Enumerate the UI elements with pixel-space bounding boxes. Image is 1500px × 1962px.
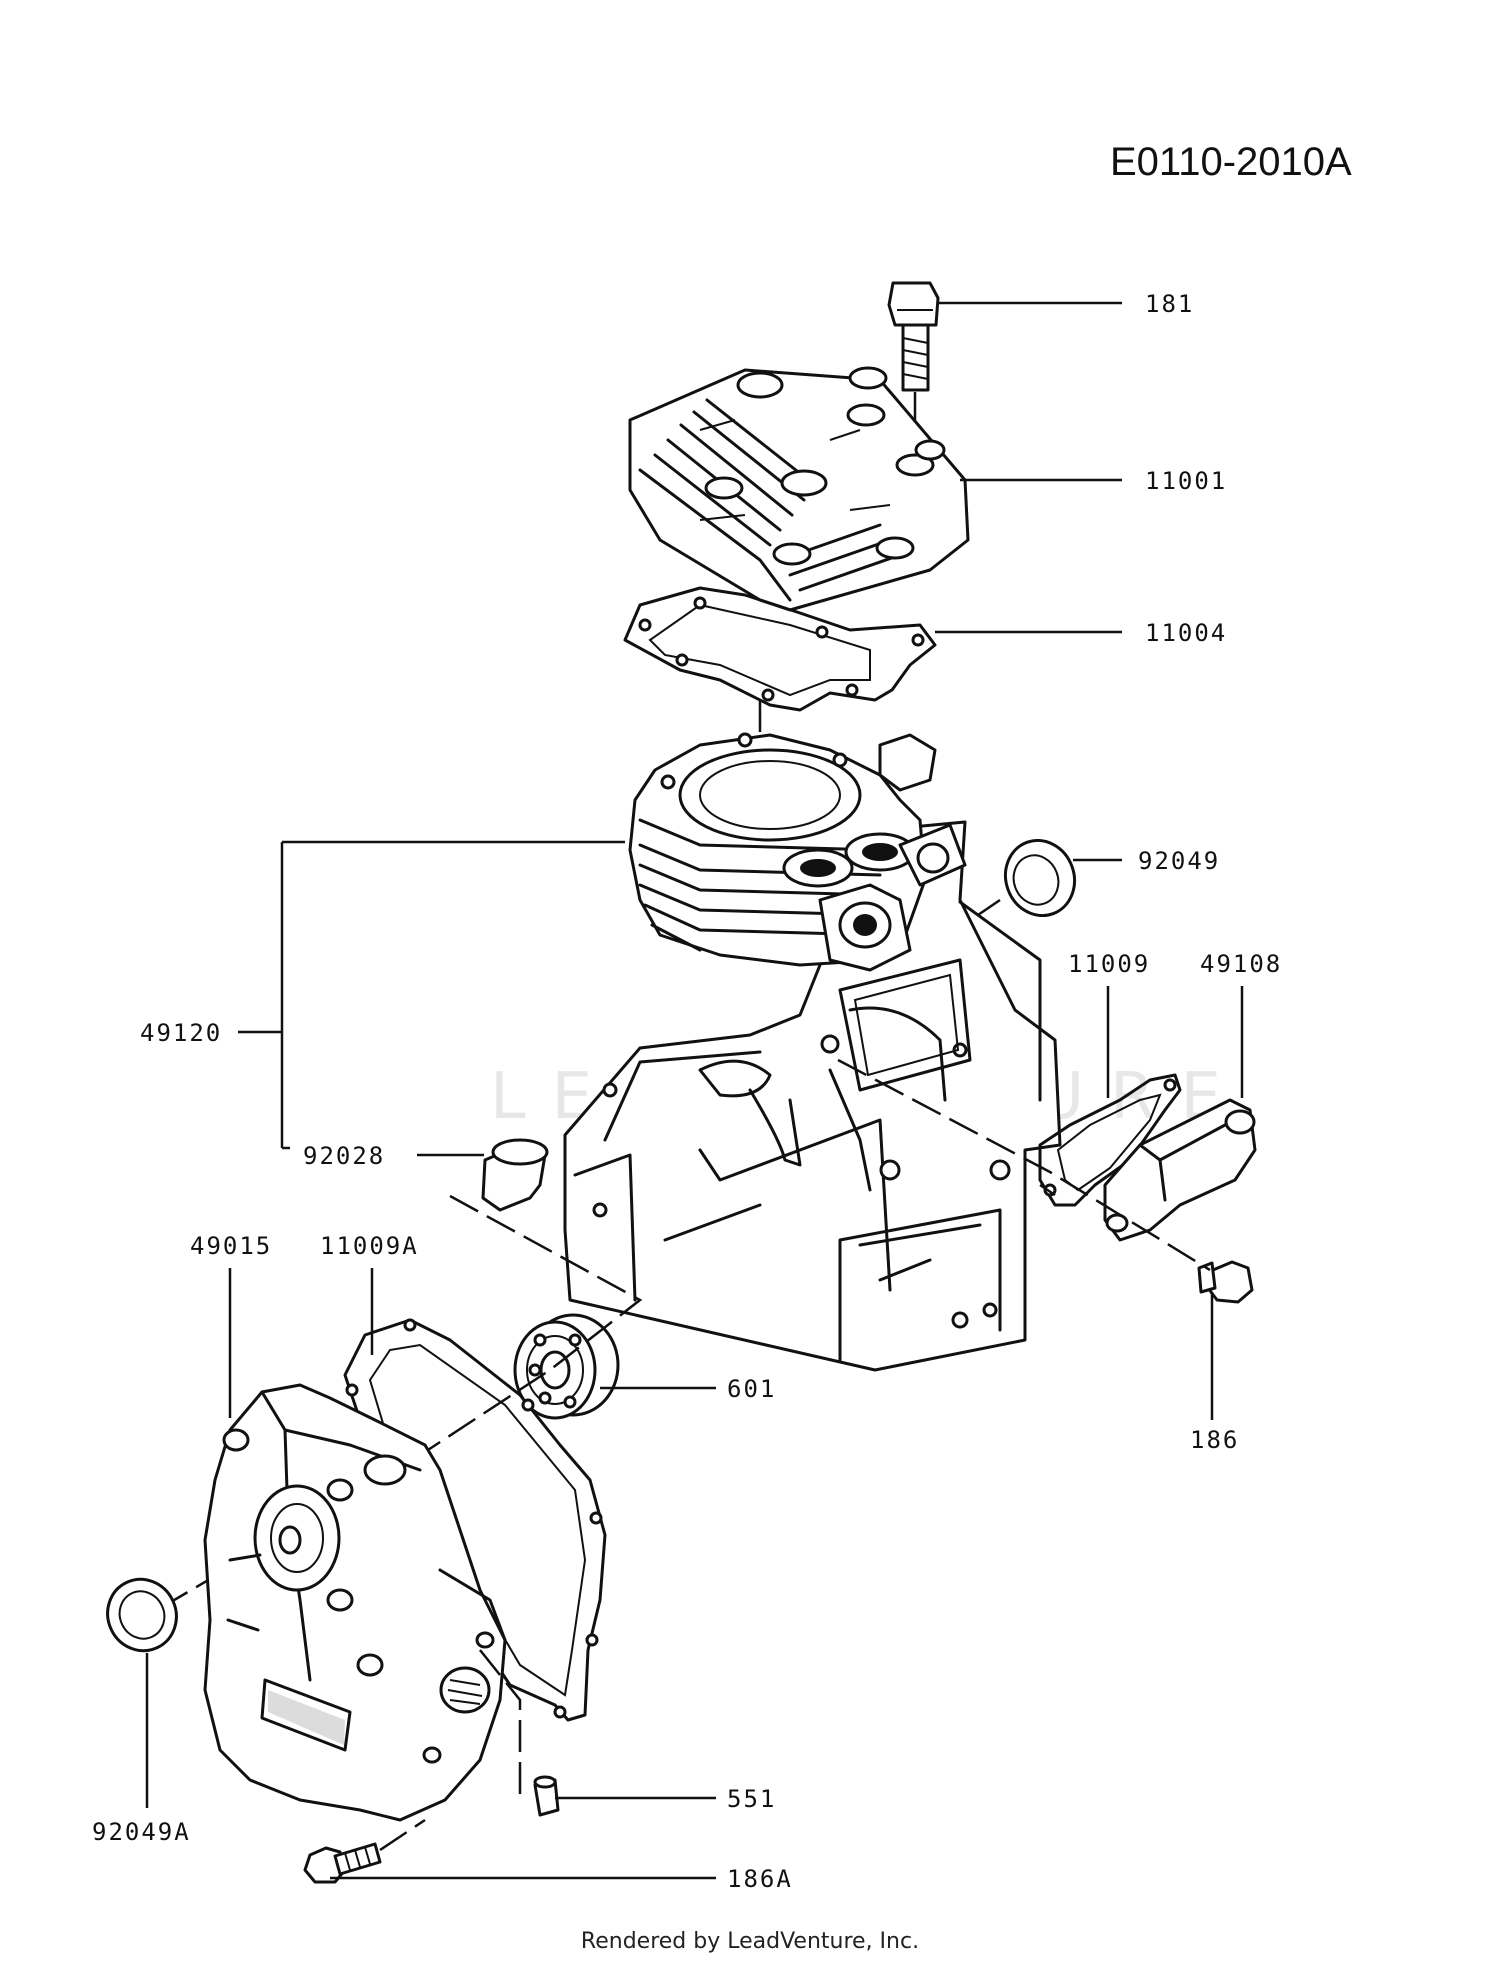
crankshaft-oil-seal — [977, 838, 1076, 918]
callout-49108: 49108 — [1200, 950, 1282, 978]
cover-drain-bolt — [303, 1842, 382, 1884]
breather-cover — [1103, 1098, 1257, 1242]
pin-axis — [479, 1649, 522, 1800]
callout-11004: 11004 — [1145, 619, 1227, 647]
callout-92028: 92028 — [303, 1142, 385, 1170]
callout-11001: 11001 — [1145, 467, 1227, 495]
leader-lines — [145, 301, 1244, 1880]
callout-49015: 49015 — [190, 1232, 272, 1260]
callout-11009: 11009 — [1068, 950, 1150, 978]
dowel-pin — [533, 1775, 560, 1817]
cylinder-block — [563, 732, 1062, 1372]
cover-oil-seal — [106, 1577, 178, 1653]
callout-186: 186 — [1190, 1426, 1239, 1454]
cylinder-head — [628, 366, 970, 612]
footer-credit: Rendered by LeadVenture, Inc. — [581, 1929, 919, 1954]
callout-92049A: 92049A — [92, 1818, 191, 1846]
breather-cover-bolt — [1197, 1260, 1254, 1304]
crankcase-cover — [203, 1383, 507, 1822]
callout-186A: 186A — [727, 1865, 793, 1893]
callout-551: 551 — [727, 1785, 776, 1813]
drain-bolt-axis — [379, 1818, 426, 1852]
callout-601: 601 — [727, 1375, 776, 1403]
ball-bearing — [513, 1313, 620, 1420]
bushing — [481, 1138, 549, 1212]
gasket-axis — [1039, 1183, 1056, 1197]
diagram-reference-code: E0110-2010A — [1110, 140, 1352, 184]
cylinder-head-bolt — [887, 281, 940, 440]
breather-assembly-axis — [837, 1058, 1211, 1272]
callout-92049: 92049 — [1138, 847, 1220, 875]
callout-49120: 49120 — [140, 1019, 222, 1047]
callout-181: 181 — [1145, 290, 1194, 318]
callout-11009A: 11009A — [320, 1232, 419, 1260]
